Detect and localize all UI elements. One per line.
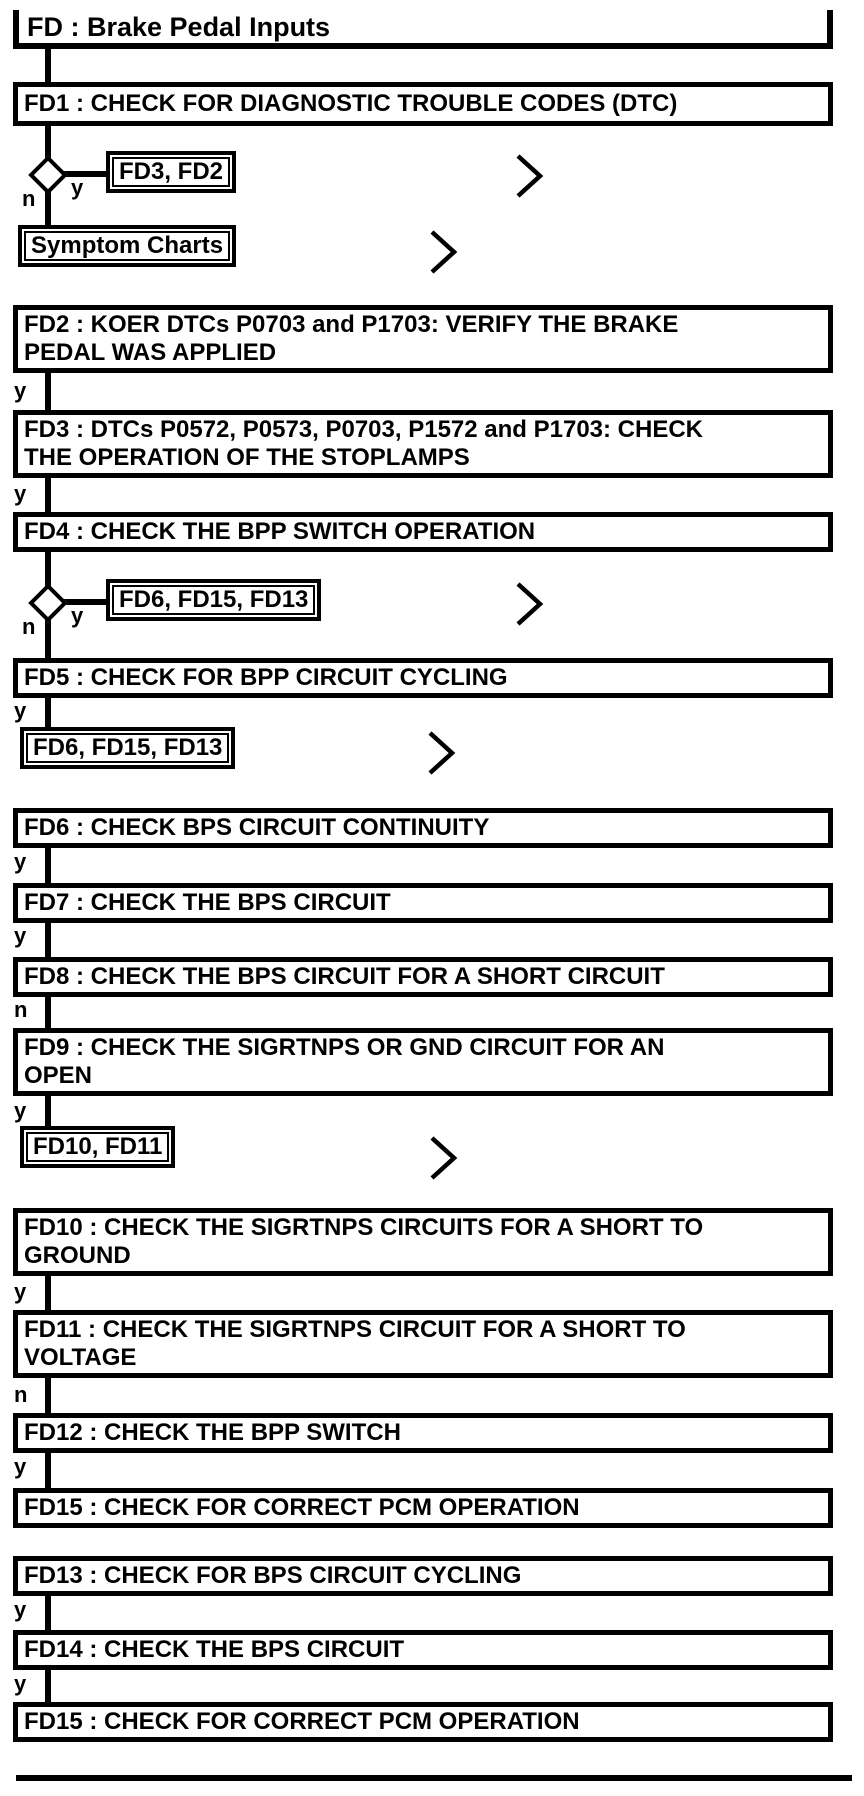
connector-line (45, 993, 51, 1030)
connector-line (45, 478, 51, 514)
step-box-fd14: FD14 : CHECK THE BPS CIRCUIT (13, 1630, 833, 1670)
branch-label-yes: y (71, 175, 84, 200)
link-box-label: FD6, FD15, FD13 (112, 585, 316, 615)
branch-label-yes: y (14, 923, 27, 948)
branch-label-no: n (22, 614, 36, 639)
flowchart-title-box: FD : Brake Pedal Inputs (13, 10, 833, 49)
branch-label-yes: y (14, 1671, 27, 1696)
connector-line (45, 694, 51, 729)
branch-label-no: n (22, 186, 36, 211)
branch-label-yes: y (14, 1454, 27, 1479)
branch-label-yes: y (14, 1098, 27, 1123)
branch-label-yes: y (14, 481, 27, 506)
connector-line (45, 373, 51, 412)
link-box-label: Symptom Charts (24, 231, 231, 261)
link-box-fd6-fd15-fd13[interactable]: FD6, FD15, FD13 (106, 579, 322, 621)
step-box-fd15-first: FD15 : CHECK FOR CORRECT PCM OPERATION (13, 1488, 833, 1528)
step-box-fd15-second: FD15 : CHECK FOR CORRECT PCM OPERATION (13, 1702, 833, 1742)
connector-line (45, 49, 51, 84)
step-box-fd9: FD9 : CHECK THE SIGRTNPS OR GND CIRCUIT … (13, 1028, 833, 1096)
step-box-fd1: FD1 : CHECK FOR DIAGNOSTIC TROUBLE CODES… (13, 82, 833, 126)
connector-line (62, 171, 108, 177)
flowchart-title: FD : Brake Pedal Inputs (27, 12, 331, 42)
connector-line (45, 1376, 51, 1415)
chevron-right-icon[interactable] (426, 729, 456, 782)
connector-line (62, 599, 108, 605)
branch-label-yes: y (14, 1279, 27, 1304)
step-box-fd4: FD4 : CHECK THE BPP SWITCH OPERATION (13, 512, 833, 552)
step-box-fd7: FD7 : CHECK THE BPS CIRCUIT (13, 883, 833, 923)
chevron-right-icon[interactable] (514, 152, 544, 205)
link-box-label: FD10, FD11 (26, 1132, 170, 1162)
step-box-fd13: FD13 : CHECK FOR BPS CIRCUIT CYCLING (13, 1556, 833, 1596)
connector-line (45, 844, 51, 885)
link-box-symptom-charts[interactable]: Symptom Charts (18, 225, 237, 267)
link-box-fd6-fd15-fd13-next[interactable]: FD6, FD15, FD13 (20, 727, 236, 769)
link-box-label: FD3, FD2 (112, 157, 231, 187)
connector-line (45, 1449, 51, 1490)
branch-label-yes: y (71, 603, 84, 628)
connector-line (45, 1274, 51, 1312)
link-box-fd3-fd2[interactable]: FD3, FD2 (106, 151, 237, 193)
branch-label-yes: y (14, 849, 27, 874)
connector-line (45, 1666, 51, 1704)
link-box-fd10-fd11[interactable]: FD10, FD11 (20, 1126, 176, 1168)
step-box-fd6: FD6 : CHECK BPS CIRCUIT CONTINUITY (13, 808, 833, 848)
step-box-fd10: FD10 : CHECK THE SIGRTNPS CIRCUITS FOR A… (13, 1208, 833, 1276)
step-box-fd2: FD2 : KOER DTCs P0703 and P1703: VERIFY … (13, 305, 833, 373)
branch-label-yes: y (14, 378, 27, 403)
branch-label-yes: y (14, 1597, 27, 1622)
branch-label-no: n (14, 1382, 28, 1407)
bottom-divider (16, 1775, 852, 1781)
chevron-right-icon[interactable] (428, 1134, 458, 1187)
step-box-fd3: FD3 : DTCs P0572, P0573, P0703, P1572 an… (13, 410, 833, 478)
step-box-fd8: FD8 : CHECK THE BPS CIRCUIT FOR A SHORT … (13, 957, 833, 997)
step-box-fd5: FD5 : CHECK FOR BPP CIRCUIT CYCLING (13, 658, 833, 698)
step-box-fd11: FD11 : CHECK THE SIGRTNPS CIRCUIT FOR A … (13, 1310, 833, 1378)
step-box-fd12: FD12 : CHECK THE BPP SWITCH (13, 1413, 833, 1453)
link-box-label: FD6, FD15, FD13 (26, 733, 230, 763)
connector-line (45, 919, 51, 959)
connector-line (45, 1592, 51, 1632)
branch-label-no: n (14, 997, 28, 1022)
chevron-right-icon[interactable] (428, 228, 458, 281)
chevron-right-icon[interactable] (514, 580, 544, 633)
connector-line (45, 1094, 51, 1128)
branch-label-yes: y (14, 698, 27, 723)
